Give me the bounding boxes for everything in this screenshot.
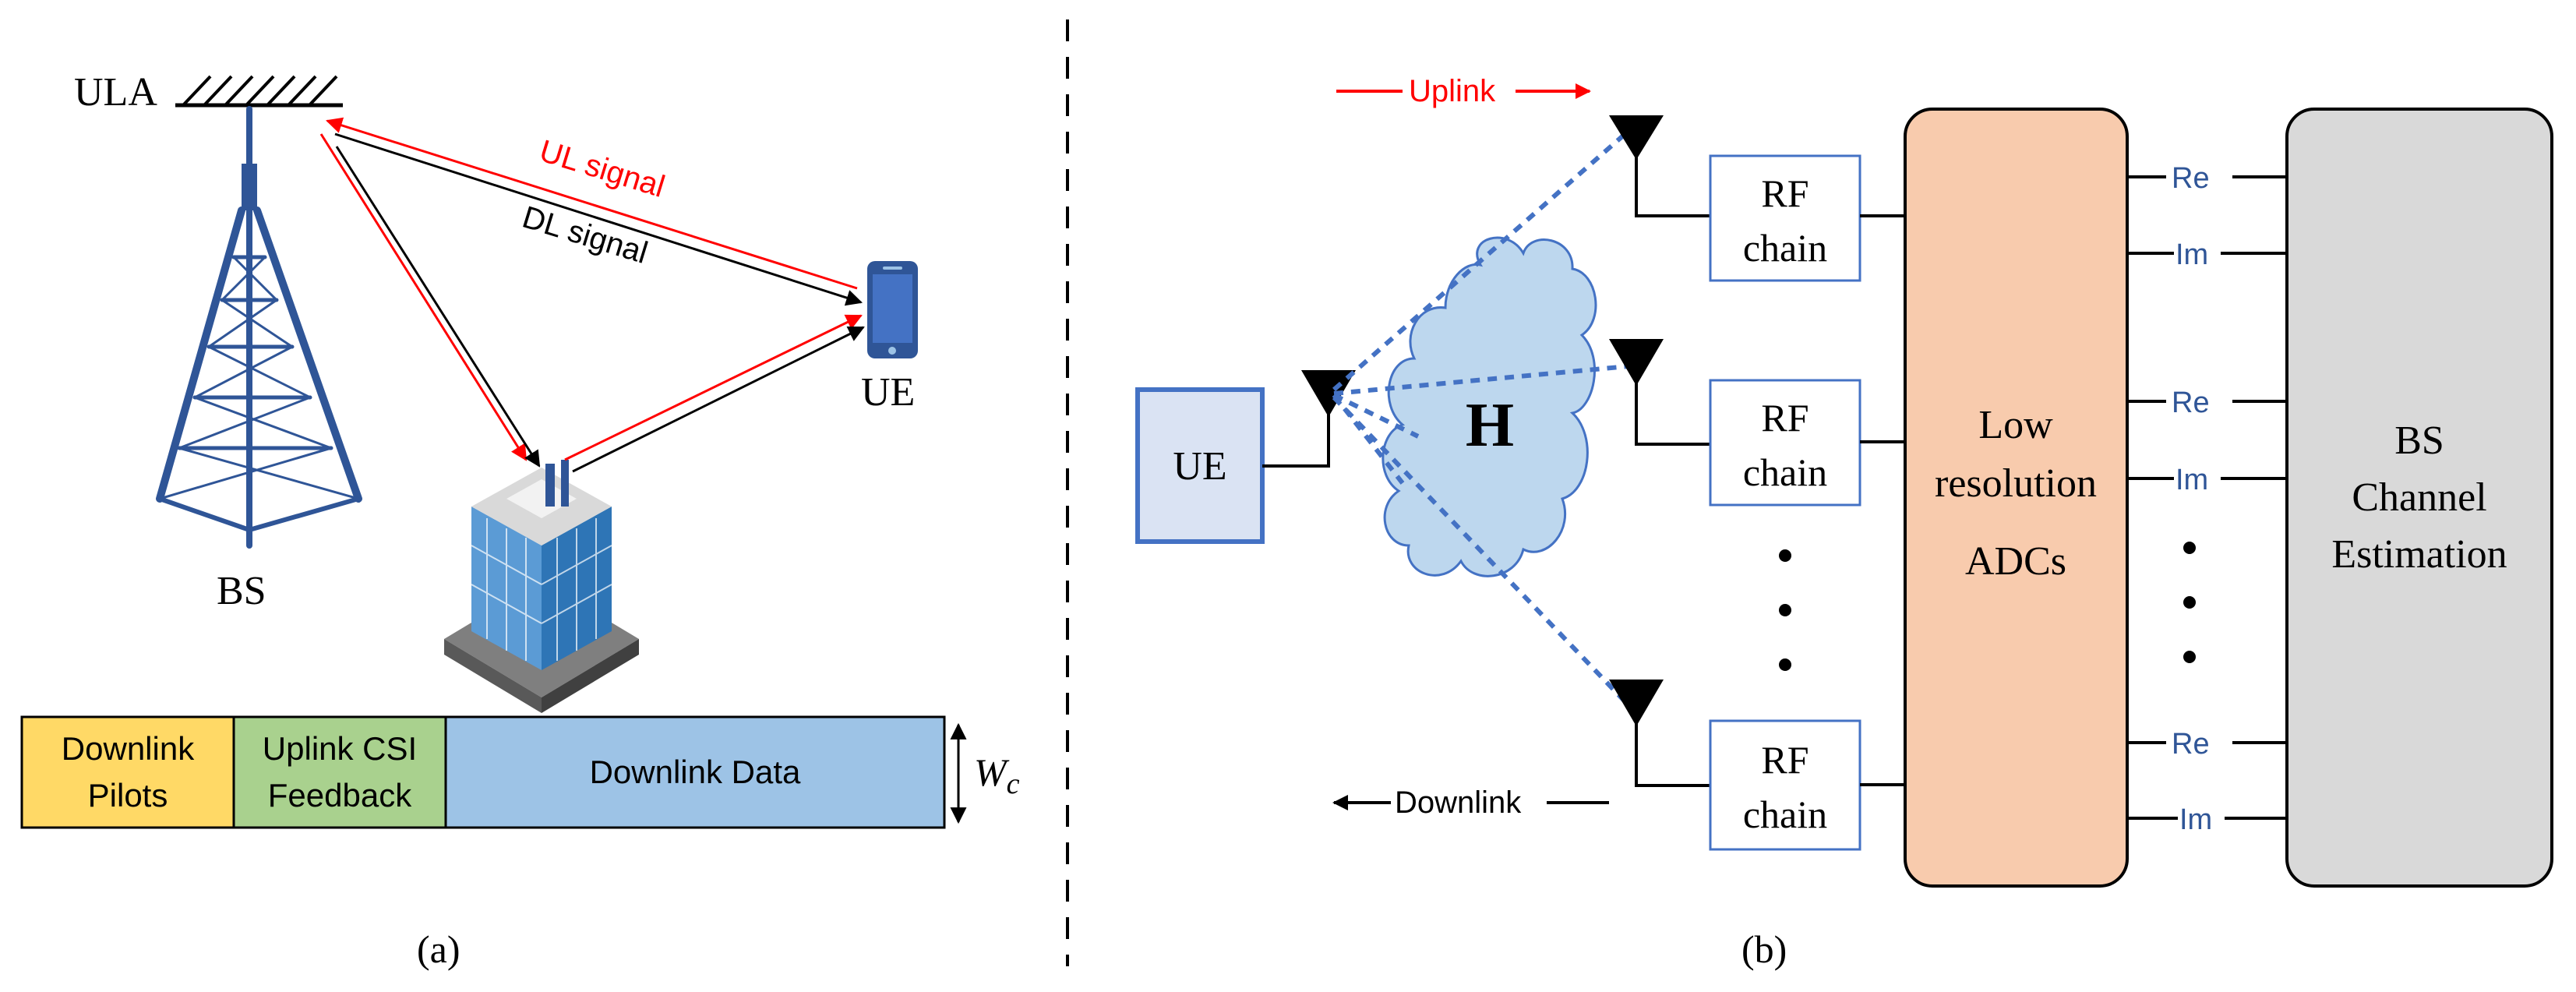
dl-signal-label: DL signal [518, 200, 651, 270]
frame-seg2-line1: Uplink CSI [263, 730, 417, 767]
rf-chain-1-line1: RF [1761, 171, 1808, 215]
frame-segment-downlink-data [444, 715, 946, 829]
signal-paths [319, 117, 865, 473]
channel-links [1332, 129, 1631, 708]
frame-segment-downlink-pilots [20, 715, 235, 829]
frame-segment-uplink-csi-feedback [232, 715, 447, 829]
rf-chain-2: RF chain [1709, 379, 1861, 507]
ula-antenna-icon [175, 75, 343, 108]
rf-chain-1: RF chain [1709, 154, 1861, 282]
building-icon [444, 460, 639, 713]
ue-phone-icon [867, 261, 918, 358]
caption-a: (a) [417, 927, 461, 971]
frame-seg1-line1: Downlink [62, 730, 195, 767]
ue-box-label: UE [1173, 444, 1226, 489]
panel-a: ULA BS [20, 70, 1020, 971]
re-label-3: Re [2172, 728, 2210, 761]
bs-antenna-3-icon [1609, 680, 1710, 787]
bs-block-line1: BS [2394, 418, 2444, 463]
channel-label: H [1466, 391, 1514, 460]
re-im-labels: Re Im Re Im Re Im [2172, 162, 2212, 836]
frame-width-label: Wc [974, 750, 1020, 800]
downlink-label: Downlink [1395, 785, 1522, 820]
re-label-2: Re [2172, 387, 2210, 419]
frame-structure: Downlink Pilots Uplink CSI Feedback Down… [20, 715, 1020, 829]
rf-chain-2-line2: chain [1743, 450, 1827, 494]
rf-chain-3-line2: chain [1743, 793, 1827, 836]
im-label-3: Im [2179, 803, 2212, 836]
rf-chain-3-line1: RF [1761, 738, 1808, 782]
ul-path-bs-to-building [319, 133, 528, 461]
bs-block-line3: Estimation [2331, 532, 2507, 577]
ul-path-building-to-ue [564, 314, 863, 461]
frame-seg2-line2: Feedback [268, 777, 412, 814]
frame-seg1-line2: Pilots [88, 777, 168, 814]
adc-line1: Low [1978, 403, 2053, 447]
adc-to-bs-lines [2127, 175, 2287, 820]
bs-label: BS [217, 569, 266, 613]
rf-chain-2-line1: RF [1761, 396, 1808, 440]
rf-to-adc-lines [1860, 214, 1905, 786]
caption-b: (b) [1741, 927, 1787, 971]
panel-b: Uplink Downlink UE H [1135, 74, 2553, 971]
bs-antenna-2-icon [1609, 339, 1710, 446]
dl-path-building-to-ue [572, 326, 865, 473]
bs-estimation-block: BS Channel Estimation [2285, 108, 2553, 888]
ue-feed-line [1262, 413, 1330, 468]
rf-chain-3: RF chain [1709, 719, 1861, 851]
dl-path-bs-to-building [335, 146, 541, 468]
ula-label: ULA [74, 70, 157, 115]
re-im-ellipsis [2183, 542, 2196, 663]
adc-line3: ADCs [1965, 539, 2066, 584]
adc-block: Low resolution ADCs [1904, 108, 2129, 888]
im-label-2: Im [2175, 464, 2208, 496]
dl-path-bs-to-ue [334, 132, 863, 306]
frame-seg3-label: Downlink Data [590, 754, 801, 790]
adc-line2: resolution [1935, 461, 2097, 506]
bs-block-line2: Channel [2352, 475, 2486, 520]
bs-antenna-1-icon [1609, 115, 1710, 217]
bs-tower-icon [156, 106, 362, 549]
rf-ellipsis [1779, 549, 1791, 671]
rf-chain-1-line2: chain [1743, 226, 1827, 270]
im-label-1: Im [2175, 238, 2208, 271]
re-label-1: Re [2172, 162, 2210, 195]
ue-antenna-icon [1301, 370, 1356, 417]
uplink-label: Uplink [1409, 74, 1496, 108]
ue-label-a: UE [861, 370, 915, 415]
channel-cloud: H [1382, 236, 1597, 577]
ul-path-ue-to-bs [325, 117, 858, 290]
